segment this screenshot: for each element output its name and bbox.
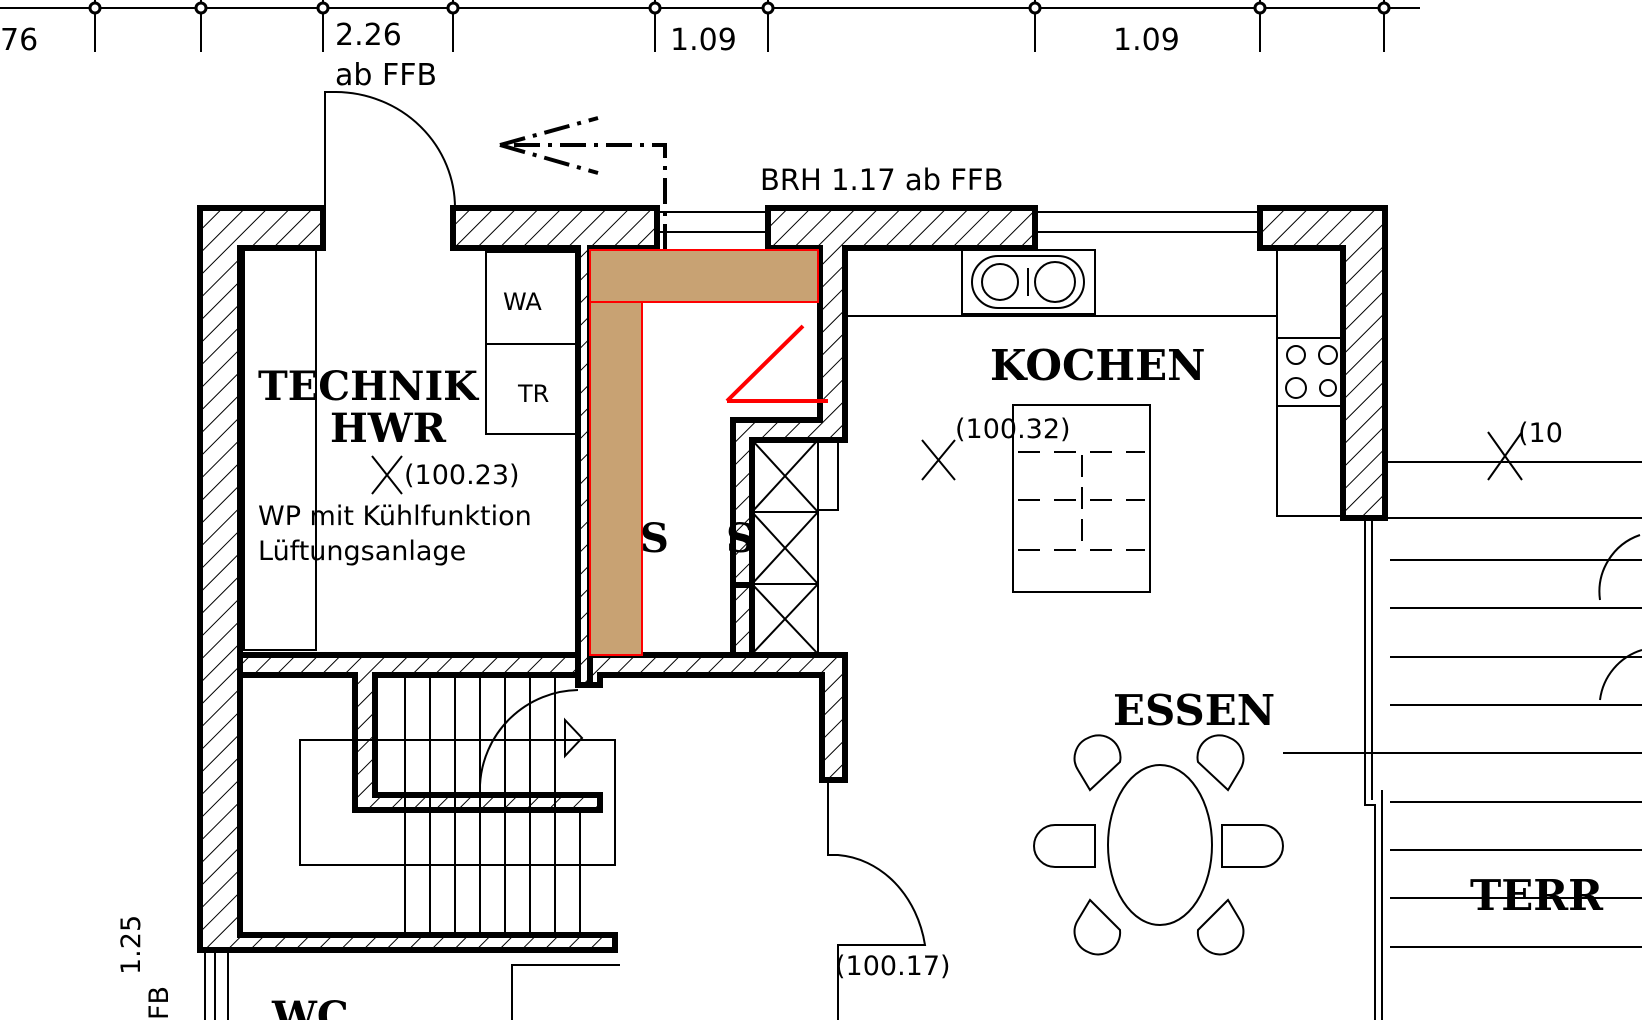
entry-door: [827, 780, 927, 1020]
dimension-node: [761, 1, 775, 15]
stair-direction-icon: [564, 717, 584, 759]
dimension-text: 1.25: [116, 915, 147, 975]
room-label-wc: WC: [271, 993, 349, 1020]
window-sill-label: BRH 1.17 ab FFB: [760, 163, 1004, 197]
note-text: Lüftungsanlage: [258, 536, 466, 567]
stove-icon: [1276, 337, 1344, 407]
dryer-label: TR: [517, 380, 549, 408]
terrace-edge: [1385, 461, 1642, 519]
dimension-text: 1.09: [1113, 23, 1180, 58]
walls: [197, 205, 1388, 953]
red-markup: [725, 324, 828, 403]
terrace-door: [1364, 518, 1383, 1020]
dimension-text: 1.09: [670, 23, 737, 58]
dimension-node: [194, 1, 208, 15]
dining-table: [1033, 734, 1284, 956]
level-marker-icon: [1487, 431, 1523, 481]
dimension-node: [88, 1, 102, 15]
dimension-node: [1377, 1, 1391, 15]
level-marker-icon: [921, 439, 956, 481]
dimension-subtext: FB: [144, 986, 175, 1020]
washer-label: WA: [503, 288, 542, 316]
kitchen-counter: [845, 248, 1343, 517]
sink-icon: [961, 249, 1096, 315]
door-swing: [324, 91, 456, 209]
dimension-line: 76 2.26 ab FFB 1.09 1.09: [0, 0, 1420, 93]
dimension-node: [648, 1, 662, 15]
level-label: (100.17): [835, 951, 951, 982]
wc-walls: [204, 950, 620, 1020]
room-label-terrasse: TERR: [1470, 871, 1604, 920]
dimension-node: [316, 1, 330, 15]
dimension-text: 76: [0, 23, 38, 58]
level-label: (10: [1518, 418, 1563, 449]
symbol-label: S: [640, 515, 669, 562]
dimension-node: [1253, 1, 1267, 15]
symbol-label: S: [726, 515, 755, 562]
shelf-units: [751, 439, 839, 655]
note-text: WP mit Kühlfunktion: [258, 501, 532, 532]
room-label-essen: ESSEN: [1113, 686, 1275, 735]
room-label-kochen: KOCHEN: [990, 341, 1205, 390]
room-label-hwr: HWR: [330, 405, 447, 452]
section-arrow-icon: [499, 116, 667, 250]
highlighted-counter: [589, 249, 819, 656]
dimension-text: 2.26: [335, 18, 402, 53]
dimension-subtext: ab FFB: [335, 58, 437, 93]
dimension-node: [446, 1, 460, 15]
level-label: (100.23): [404, 460, 520, 491]
room-label-technik: TECHNIK: [258, 363, 479, 410]
equipment-cabinet: [243, 249, 317, 651]
door-swing: [479, 689, 579, 786]
dryer: [485, 343, 577, 435]
staircase: [299, 677, 616, 933]
terrace-lines: [1283, 534, 1642, 948]
kitchen-island: [1012, 404, 1151, 593]
dimension-node: [1028, 1, 1042, 15]
level-marker-icon: [371, 455, 403, 495]
